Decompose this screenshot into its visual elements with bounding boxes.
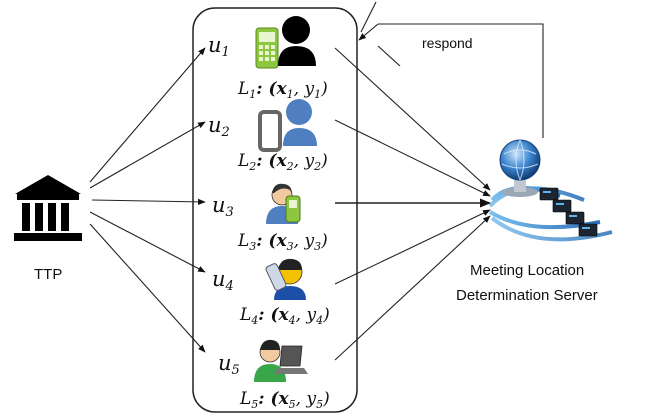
server-label-line-2: Determination Server (456, 287, 598, 304)
smartphone-icon (258, 110, 282, 152)
user-2: u2 L2: (x2, y2) (208, 99, 328, 173)
user-with-phone-icon (266, 183, 301, 224)
arrow-ttp-u5 (89, 223, 206, 353)
respond-path (358, 1, 544, 138)
arrow-ttp-u4 (89, 211, 206, 273)
globe-server-icon (488, 139, 613, 242)
arrow-ttp-u2 (89, 121, 206, 189)
user-4-location: L4: (x4, y4) (239, 305, 330, 327)
user-4: u4 L4: (x4, y4) (212, 258, 330, 327)
user-2-location: L2: (x2, y2) (237, 151, 328, 173)
arrow-u1-server (334, 47, 491, 191)
user-1: u1 L1: (x1, y1) (208, 16, 328, 101)
user-3-name: u3 (212, 193, 234, 220)
user-3-location: L3: (x3, y3) (237, 231, 328, 253)
user-group-box (192, 7, 358, 413)
arrow-u2-server (334, 119, 491, 197)
user-5: u5 L5: (x5, y5) (218, 339, 330, 411)
arrow-ttp-u1 (89, 47, 206, 183)
person-silhouette-icon (283, 99, 317, 146)
ttp-label: TTP (34, 266, 62, 283)
arrow-ttp-u3 (91, 198, 206, 205)
respond-label: respond (422, 35, 473, 51)
user-with-phone-icon (265, 258, 306, 300)
user-5-name: u5 (218, 351, 240, 378)
user-1-name: u1 (208, 33, 230, 60)
user-5-location: L5: (x5, y5) (239, 389, 330, 411)
arrow-u5-server (334, 215, 491, 361)
user-3: u3 L3: (x3, y3) (212, 183, 328, 253)
user-1-location: L1: (x1, y1) (237, 79, 328, 101)
person-silhouette-icon (278, 16, 316, 66)
bank-building-icon (14, 175, 82, 241)
user-2-name: u2 (208, 113, 230, 140)
ttp-to-user-arrows (89, 47, 206, 353)
mobile-phone-icon (255, 27, 279, 69)
user-with-laptop-icon (254, 339, 308, 382)
user-to-server-arrows (334, 47, 492, 361)
user-4-name: u4 (212, 267, 234, 294)
arrow-u4-server (334, 209, 491, 285)
server-label-line-1: Meeting Location (470, 262, 584, 279)
